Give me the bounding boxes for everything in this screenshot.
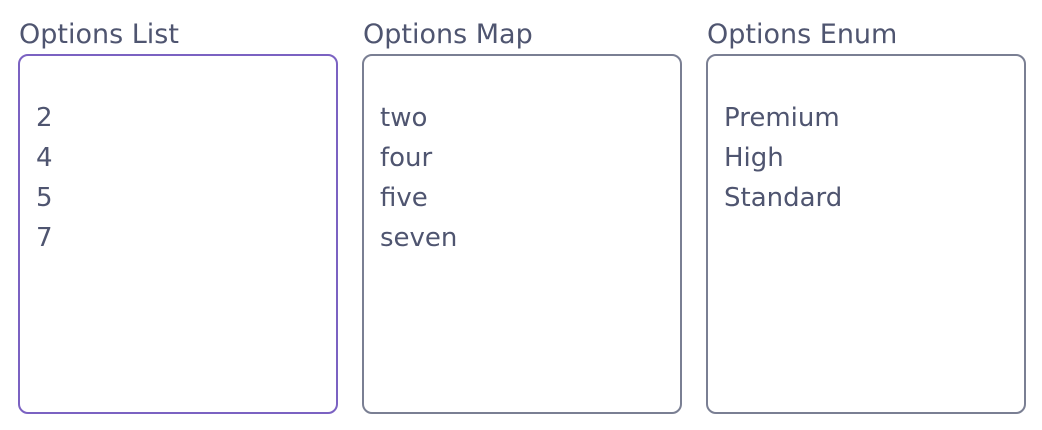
options-enum-label: Options Enum <box>707 19 898 50</box>
options-list-label: Options List <box>19 19 179 50</box>
options-list-option[interactable]: 5 <box>36 183 53 213</box>
options-map-option[interactable]: five <box>380 183 428 213</box>
options-enum-option[interactable]: Standard <box>724 183 843 213</box>
options-enum-select[interactable]: Premium High Standard <box>706 54 1026 414</box>
options-map-select[interactable]: two four five seven <box>362 54 682 414</box>
options-list-option[interactable]: 4 <box>36 143 53 173</box>
options-map-option[interactable]: four <box>380 143 433 173</box>
options-map-option[interactable]: seven <box>380 223 458 253</box>
options-list-option[interactable]: 7 <box>36 223 53 253</box>
options-map-label: Options Map <box>363 19 533 50</box>
options-enum-option[interactable]: Premium <box>724 103 840 133</box>
options-list-select[interactable]: 2 4 5 7 <box>18 54 338 414</box>
options-list-option[interactable]: 2 <box>36 103 53 133</box>
options-map-option[interactable]: two <box>380 103 428 133</box>
options-enum-option[interactable]: High <box>724 143 784 173</box>
